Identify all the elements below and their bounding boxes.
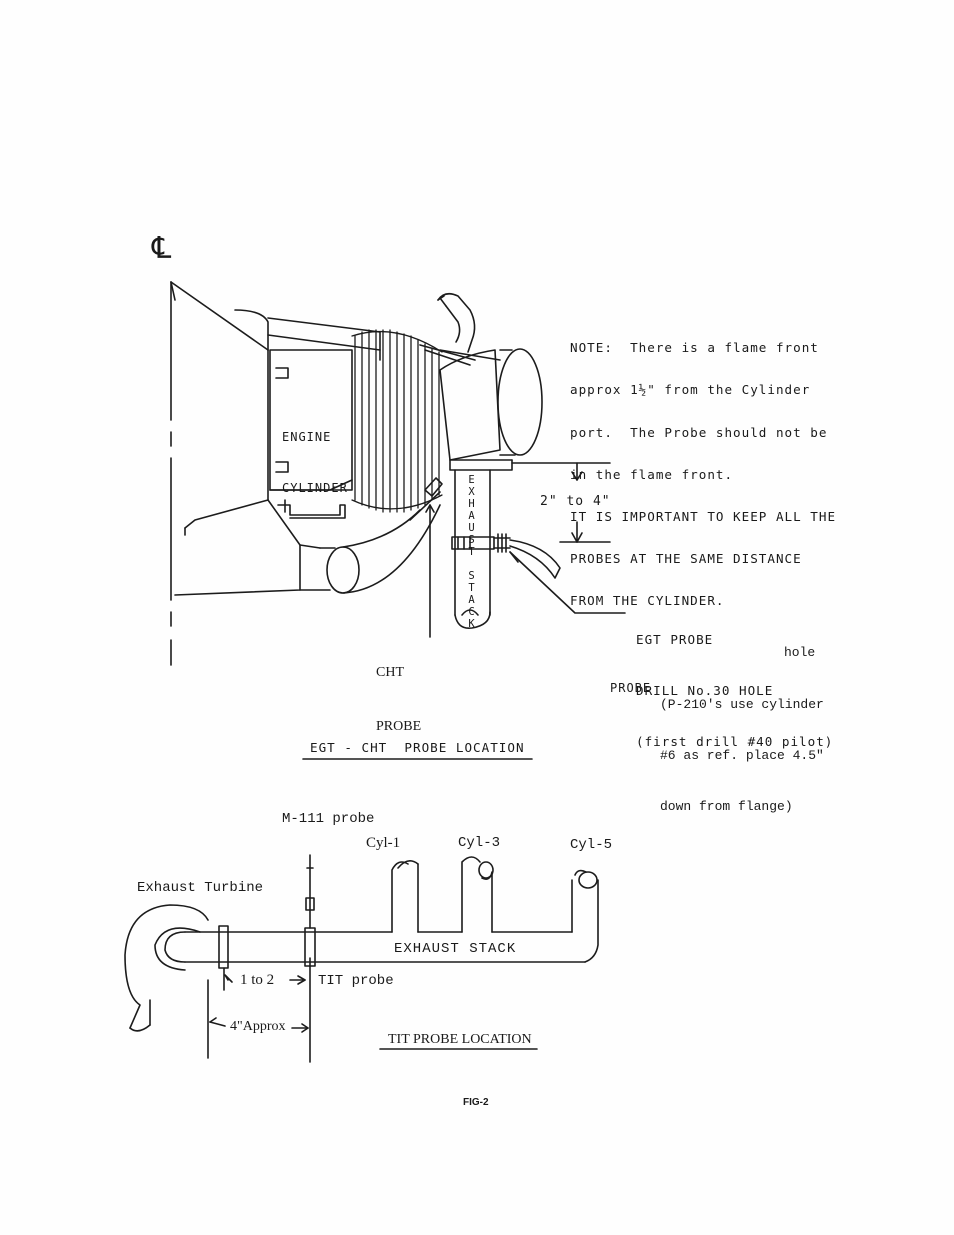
egt-probe-label: EGT PROBE DRILL No.30 HOLE (first drill … — [636, 632, 834, 749]
lower-intake-pipe — [319, 504, 441, 594]
bottom-caption: TIT PROBE LOCATION — [388, 1032, 532, 1047]
engine-cylinder-label: ENGINE CYLINDER — [282, 430, 348, 495]
bottom-dimensions — [207, 967, 309, 1059]
top-caption: EGT - CHT PROBE LOCATION — [310, 740, 525, 755]
probe-word: PROBE — [610, 681, 652, 695]
figure-label: FIG-2 — [463, 1097, 489, 1108]
cyl-3-label: Cyl-3 — [458, 835, 501, 851]
crankcase-outline — [170, 281, 331, 596]
cyl-3-riser — [461, 856, 494, 933]
cyl-5-label: Cyl-5 — [570, 837, 613, 853]
p210-note: (P-210's use cylinder #6 as ref. place 4… — [660, 697, 824, 814]
cyl-1-label: Cyl-1 — [366, 835, 401, 851]
dim-4-approx-label: 4"Approx — [230, 1019, 286, 1034]
dimension-2-to-4 — [511, 462, 611, 543]
exhaust-turbine — [124, 904, 209, 1032]
lower-fitting — [277, 499, 346, 519]
exhaust-port — [439, 348, 543, 471]
dim-1-to-2-label: 1 to 2 — [240, 972, 275, 988]
exhaust-stack-label: EXHAUST STACK — [394, 941, 517, 957]
rocker-tube — [234, 309, 381, 361]
cyl-1-riser — [391, 860, 419, 933]
egt-leader-line — [509, 551, 626, 614]
flame-front-note: NOTE: There is a flame front approx 1½" … — [570, 340, 837, 609]
exhaust-turbine-label: Exhaust Turbine — [137, 880, 264, 896]
egt-hole-word: hole — [784, 645, 816, 660]
exhaust-stack-vertical-label: EXHAUST STACK — [465, 474, 478, 630]
exhaust-stack-pipe — [454, 469, 491, 630]
cyl-5-riser — [571, 869, 599, 963]
cooling-fins — [351, 329, 443, 513]
m111-probe-label: M-111 probe — [282, 811, 375, 827]
centerline-symbol: ℄ — [152, 232, 172, 265]
dimension-2-to-4-label: 2" to 4" — [540, 494, 611, 509]
tit-probe-label: TIT probe — [318, 973, 394, 989]
cylinder-detail — [275, 461, 289, 473]
cht-probe-label: CHT PROBE — [376, 665, 422, 734]
cylinder-detail — [275, 367, 289, 379]
exhaust-stack-horizontal — [184, 931, 586, 963]
